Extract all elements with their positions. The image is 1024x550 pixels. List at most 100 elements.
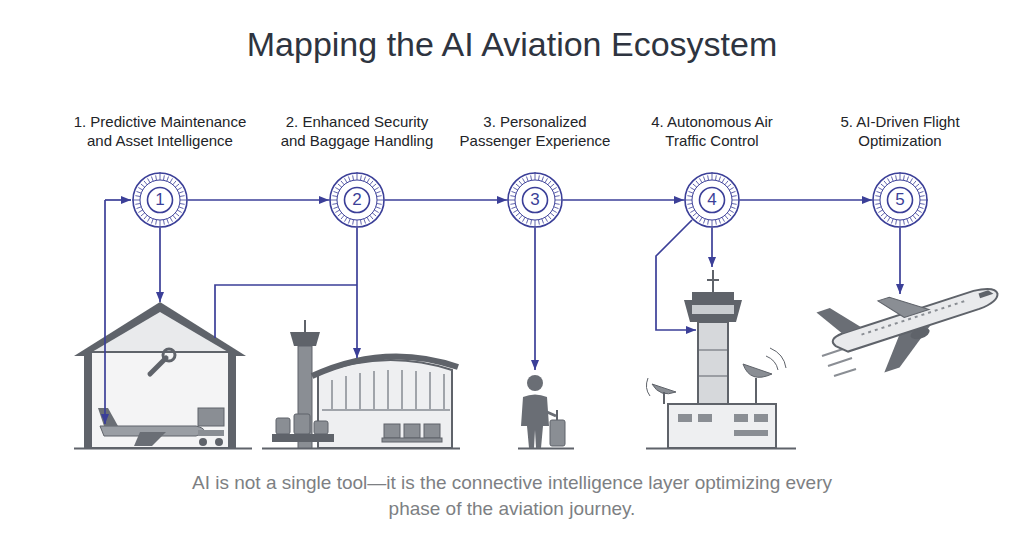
ring-tick bbox=[377, 200, 385, 201]
ring-tick bbox=[881, 213, 885, 216]
ring-tick bbox=[693, 213, 697, 216]
ring-tick bbox=[335, 188, 339, 191]
plane-wing bbox=[878, 287, 929, 324]
ring-tick bbox=[903, 175, 905, 180]
ring-tick bbox=[138, 188, 142, 191]
motion-lines bbox=[822, 348, 856, 376]
ring-tick bbox=[907, 177, 909, 182]
outer-ring bbox=[330, 173, 384, 227]
ring-tick bbox=[727, 213, 731, 216]
ring-tick bbox=[144, 181, 147, 185]
ring-tick bbox=[920, 200, 928, 201]
ring-tick bbox=[175, 213, 179, 216]
terminal-windows bbox=[322, 370, 450, 410]
ring-tick bbox=[548, 215, 551, 219]
ring-tick bbox=[732, 203, 737, 205]
ring-tick bbox=[690, 188, 694, 191]
ring-tick bbox=[357, 220, 358, 228]
ring-tick bbox=[554, 207, 559, 209]
flow-arrow bbox=[385, 199, 507, 201]
ring-tick bbox=[332, 195, 337, 197]
ring-tick bbox=[151, 177, 153, 182]
plane-engine bbox=[909, 326, 931, 342]
ring-tick bbox=[550, 184, 554, 187]
ring-tick bbox=[900, 220, 901, 228]
ring-tick bbox=[696, 181, 699, 185]
callout-number: 2 bbox=[329, 172, 385, 228]
flow-arrow bbox=[740, 199, 872, 201]
terminal-building bbox=[318, 360, 452, 448]
ring-tick bbox=[917, 188, 921, 191]
ring-tick bbox=[177, 188, 181, 191]
stage-node: 2. Enhanced Security and Baggage Handlin… bbox=[329, 172, 385, 228]
ring-tick bbox=[707, 220, 709, 225]
terminal-illustration bbox=[272, 320, 458, 448]
window-mullion bbox=[401, 370, 403, 410]
ring-tick bbox=[542, 177, 544, 182]
ring-tick bbox=[377, 195, 382, 197]
ring-tick bbox=[348, 219, 350, 224]
ring-tick bbox=[715, 175, 717, 180]
ring-tick bbox=[731, 191, 736, 193]
suitcase bbox=[550, 420, 565, 446]
window bbox=[698, 414, 712, 422]
ring-tick bbox=[684, 200, 692, 201]
leader-line bbox=[534, 228, 536, 370]
ring-tick bbox=[875, 203, 880, 205]
ring-tick bbox=[732, 195, 737, 197]
hangar-roof-inner bbox=[92, 312, 228, 352]
window bbox=[734, 414, 748, 422]
dish-stand bbox=[755, 378, 757, 404]
ring-tick bbox=[712, 172, 713, 180]
window-mullion bbox=[373, 371, 375, 410]
callout-number: 5 bbox=[872, 172, 928, 228]
ring-tick bbox=[554, 191, 559, 193]
ring-tick bbox=[903, 220, 905, 225]
ring-tick bbox=[719, 219, 721, 224]
ring-tick bbox=[555, 195, 560, 197]
ring-tick bbox=[372, 213, 376, 216]
satellite-dish bbox=[743, 364, 772, 377]
ring-tick bbox=[884, 181, 887, 185]
control-tower-illustration bbox=[646, 270, 786, 448]
ring-tick bbox=[341, 215, 344, 219]
window-mullion bbox=[359, 373, 361, 410]
ring-tick bbox=[170, 178, 173, 182]
ring-tick bbox=[374, 188, 378, 191]
ring-tick bbox=[370, 215, 373, 219]
ring-tick bbox=[872, 200, 880, 201]
ring-tick bbox=[703, 177, 705, 182]
stage-heading: 3. Personalized Passenger Experience bbox=[455, 112, 615, 150]
ring-tick bbox=[703, 219, 705, 224]
suitcase-handle bbox=[556, 410, 558, 420]
ring-tick bbox=[538, 175, 540, 180]
ring-tick bbox=[538, 220, 540, 225]
ring-tick bbox=[526, 219, 528, 224]
ring-tick bbox=[163, 220, 165, 225]
wrench-handle bbox=[150, 358, 166, 374]
ring-tick bbox=[881, 184, 885, 187]
passenger-illustration bbox=[521, 375, 565, 448]
window bbox=[734, 430, 768, 436]
ring-tick bbox=[555, 200, 563, 201]
base-windows bbox=[678, 414, 768, 436]
leader-lines bbox=[105, 200, 900, 424]
motion-line bbox=[834, 369, 856, 376]
ring-tick bbox=[712, 220, 713, 228]
radio-wave bbox=[770, 348, 786, 368]
airplane-illustration bbox=[816, 257, 1009, 386]
callout-number: 1 bbox=[132, 172, 188, 228]
ring-tick bbox=[727, 184, 731, 187]
window bbox=[678, 414, 692, 422]
window-sill bbox=[322, 409, 450, 411]
suitcase bbox=[294, 414, 310, 434]
ring-tick bbox=[913, 181, 916, 185]
tower-base bbox=[668, 404, 776, 448]
leader-line bbox=[105, 199, 131, 201]
stage-node: 4. Autonomous Air Traffic Control4 bbox=[684, 172, 740, 228]
ring-tick bbox=[888, 217, 891, 221]
ring-tick bbox=[910, 217, 913, 221]
ring-tick bbox=[167, 177, 169, 182]
leader-line bbox=[899, 228, 901, 294]
